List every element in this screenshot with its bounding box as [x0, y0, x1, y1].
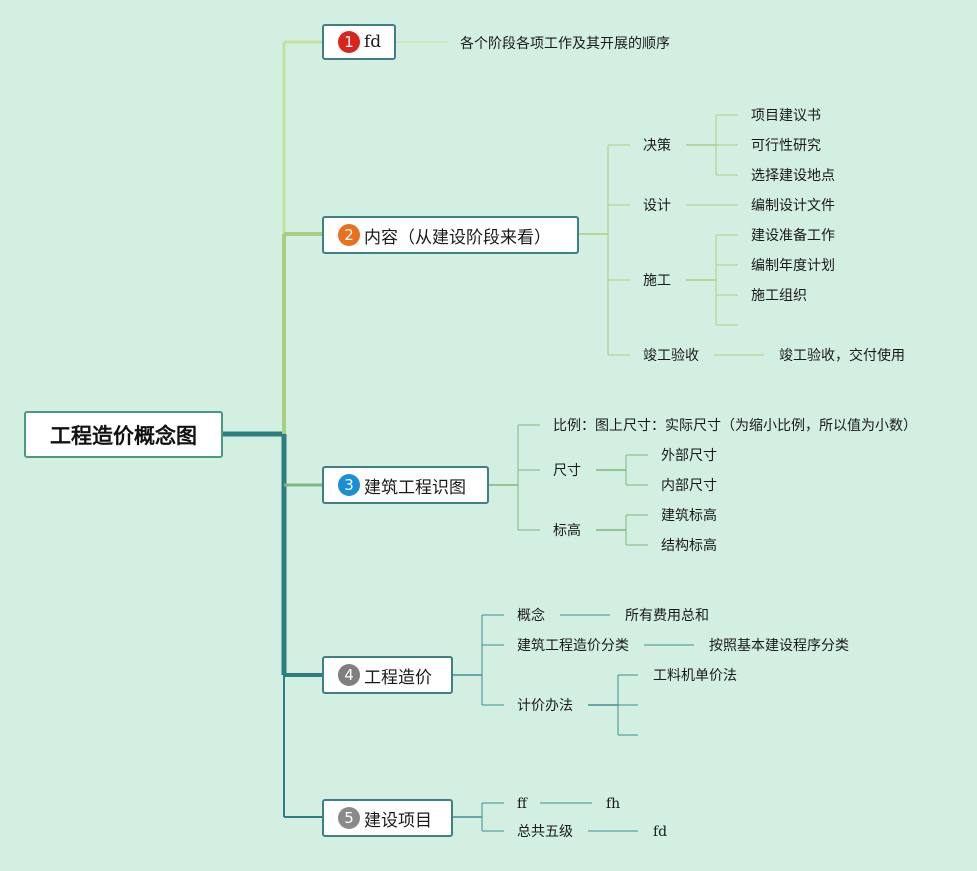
node-ff-item: fh — [606, 796, 621, 812]
root-node[interactable]: 工程造价概念图 — [24, 411, 223, 458]
node-bili: 比例：图上尺寸：实际尺寸（为缩小比例，所以值为小数） — [553, 418, 917, 434]
topic-1-node[interactable]: 1 fd — [322, 24, 396, 60]
topic-1-child: 各个阶段各项工作及其开展的顺序 — [460, 36, 670, 52]
node-zonggong: 总共五级 — [517, 824, 573, 840]
topic-5-node[interactable]: 5 建设项目 — [322, 799, 453, 837]
node-juece-item-1: 项目建议书 — [751, 108, 821, 124]
node-chicun: 尺寸 — [553, 463, 581, 479]
topic-4-label: 工程造价 — [364, 667, 432, 688]
node-gainian-item: 所有费用总和 — [625, 608, 709, 624]
node-biaogao: 标高 — [553, 523, 581, 539]
node-fenlei-item: 按照基本建设程序分类 — [709, 638, 849, 654]
number-4-icon: 4 — [338, 664, 360, 686]
node-chicun-item-1: 外部尺寸 — [661, 448, 717, 464]
node-zonggong-item: fd — [653, 824, 668, 840]
node-gainian: 概念 — [517, 608, 545, 624]
number-3-icon: 3 — [338, 474, 360, 496]
node-chicun-item-2: 内部尺寸 — [661, 478, 717, 494]
topic-3-label: 建筑工程识图 — [364, 477, 466, 498]
number-5-icon: 5 — [338, 807, 360, 829]
node-shigong-item-1: 建设准备工作 — [751, 228, 835, 244]
topic-2-label: 内容（从建设阶段来看） — [364, 227, 551, 248]
node-jijia: 计价办法 — [517, 698, 573, 714]
node-biaogao-item-2: 结构标高 — [661, 538, 717, 554]
topic-3-node[interactable]: 3 建筑工程识图 — [322, 466, 489, 504]
node-jungong-item: 竣工验收，交付使用 — [779, 348, 905, 364]
node-sheji: 设计 — [643, 198, 671, 214]
node-shigong-item-3: 施工组织 — [751, 288, 807, 304]
node-jungong: 竣工验收 — [643, 348, 699, 364]
node-fenlei: 建筑工程造价分类 — [517, 638, 629, 654]
node-juece-item-3: 选择建设地点 — [751, 168, 835, 184]
root-label: 工程造价概念图 — [50, 423, 197, 448]
node-biaogao-item-1: 建筑标高 — [661, 508, 717, 524]
node-shigong-item-2: 编制年度计划 — [751, 258, 835, 274]
number-2-icon: 2 — [338, 224, 360, 246]
topic-5-label: 建设项目 — [364, 810, 432, 831]
node-shigong: 施工 — [643, 273, 671, 289]
topic-1-label: fd — [364, 32, 382, 52]
node-juece-item-2: 可行性研究 — [751, 138, 821, 154]
node-jijia-item: 工料机单价法 — [653, 668, 737, 684]
node-juece: 决策 — [643, 138, 671, 154]
topic-2-node[interactable]: 2 内容（从建设阶段来看） — [322, 216, 579, 254]
topic-4-node[interactable]: 4 工程造价 — [322, 656, 453, 694]
node-sheji-item: 编制设计文件 — [751, 198, 835, 214]
node-ff: ff — [517, 796, 527, 812]
number-1-icon: 1 — [338, 31, 360, 53]
